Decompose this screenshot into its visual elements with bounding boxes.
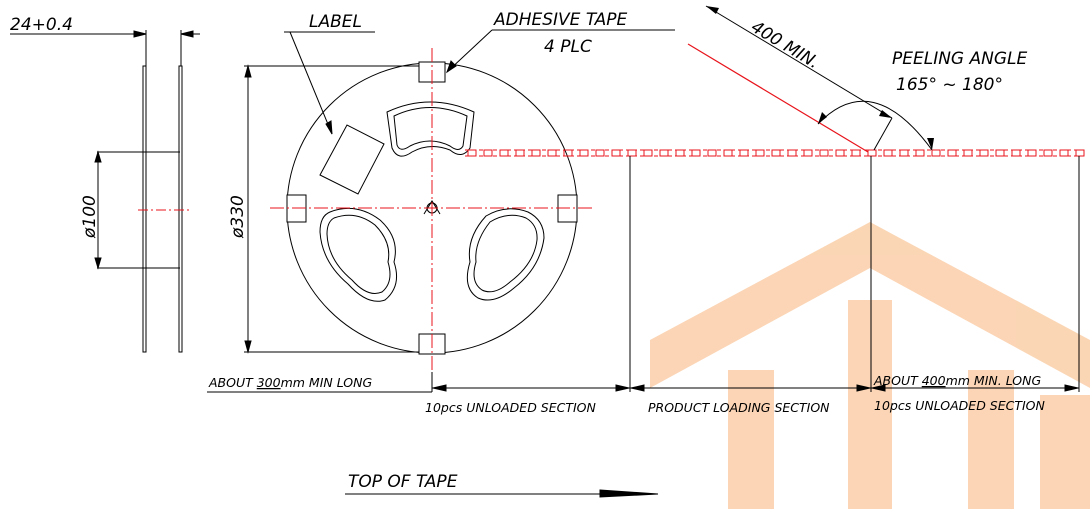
- tape-pocket: [659, 149, 669, 157]
- label-callout: LABEL: [309, 12, 362, 32]
- watermark-logo: [650, 222, 1090, 509]
- tape-pocket: [867, 149, 877, 157]
- reel-front-view: [244, 29, 675, 355]
- peeling-angle-title: PEELING ANGLE: [892, 49, 1028, 69]
- tape-pocket: [803, 149, 813, 157]
- reel-window-right: [466, 208, 545, 301]
- tape-pocket: [771, 149, 781, 157]
- reel-centerlines: [270, 48, 595, 372]
- tape-pocket: [1059, 149, 1069, 157]
- tape-pocket: [595, 149, 605, 157]
- tape-pocket: [611, 149, 621, 157]
- tape-pocket: [899, 149, 909, 157]
- tape-pocket: [1075, 149, 1085, 157]
- width-dimension: 24+0.4: [10, 15, 73, 35]
- tape-pocket: [915, 149, 925, 157]
- hub-diameter-dimension: ø100: [80, 195, 100, 239]
- top-of-tape-label: TOP OF TAPE: [348, 472, 458, 492]
- tape-pocket: [627, 149, 637, 157]
- tape-pocket: [707, 149, 717, 157]
- tape-pocket: [579, 149, 589, 157]
- tape-pocket: [787, 149, 797, 157]
- adhesive-tape-callout: ADHESIVE TAPE: [493, 10, 628, 30]
- svg-text:ABOUT 400mm MIN. LONG: ABOUT 400mm MIN. LONG: [873, 373, 1041, 388]
- tape-pocket: [979, 149, 989, 157]
- leader-min-dimension: 400 MIN.: [747, 17, 822, 73]
- tape-pocket: [499, 149, 509, 157]
- reel-diameter-dimension: ø330: [228, 195, 248, 239]
- about-300-note: ABOUT 300mm MIN LONG: [208, 375, 372, 390]
- tape-pocket: [755, 149, 765, 157]
- tape-pocket: [819, 149, 829, 157]
- tape-pocket: [675, 149, 685, 157]
- tape-pocket: [1011, 149, 1021, 157]
- section-dimensions: [207, 156, 1080, 498]
- tape-pocket: [563, 149, 573, 157]
- tape-pocket: [947, 149, 957, 157]
- tape-pocket: [547, 149, 557, 157]
- tape-pocket: [1027, 149, 1037, 157]
- tape-pocket: [483, 149, 493, 157]
- tape-pocket: [963, 149, 973, 157]
- unloaded-section-left: 10pcs UNLOADED SECTION: [425, 400, 597, 415]
- tape-pocket: [931, 149, 941, 157]
- tape-pocket: [739, 149, 749, 157]
- tape-pocket: [883, 149, 893, 157]
- product-loading-section: PRODUCT LOADING SECTION: [648, 400, 830, 415]
- adhesive-tape-count: 4 PLC: [544, 37, 592, 57]
- about-400-note: ABOUT 400mm MIN. LONG: [873, 373, 1041, 388]
- reel-side-view: [10, 30, 200, 353]
- peeling-cover-tape: [687, 5, 934, 153]
- tape-pocket: [995, 149, 1005, 157]
- tape-pocket: [467, 149, 477, 157]
- tape-pocket: [643, 149, 653, 157]
- carrier-tape: [465, 149, 1085, 157]
- tape-pocket: [1043, 149, 1053, 157]
- peeling-angle-range: 165° ~ 180°: [896, 75, 1003, 95]
- tape-pocket: [723, 149, 733, 157]
- svg-text:ABOUT 300mm MIN LONG: ABOUT 300mm MIN LONG: [208, 375, 372, 390]
- tape-pocket: [851, 149, 861, 157]
- reel-window-left: [319, 207, 397, 302]
- tape-pocket: [531, 149, 541, 157]
- tape-pocket: [691, 149, 701, 157]
- reel-window-top: [386, 101, 475, 157]
- unloaded-section-right: 10pcs UNLOADED SECTION: [874, 398, 1046, 413]
- tape-pocket: [835, 149, 845, 157]
- label-sticker: [319, 124, 385, 195]
- tape-pocket: [515, 149, 525, 157]
